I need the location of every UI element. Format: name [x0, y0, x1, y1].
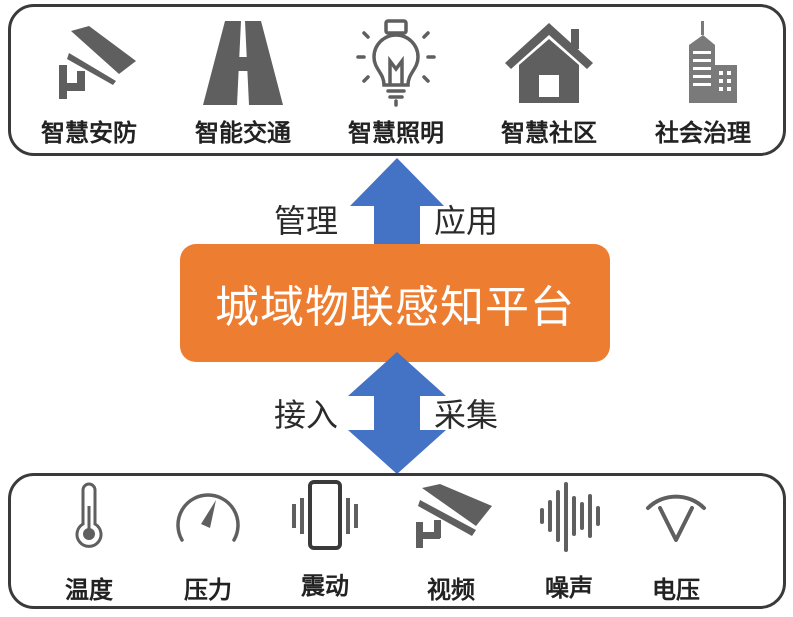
applications-panel: 智慧安防 智能交通: [8, 4, 786, 156]
cctv-camera-icon: [59, 26, 136, 99]
sensors-panel: 温度 压力 震动: [8, 473, 786, 609]
road-icon: [203, 21, 283, 105]
iot-platform-box: 城域物联感知平台: [180, 244, 610, 362]
sensor-label: 震动: [301, 572, 349, 600]
apply-label: 应用: [434, 202, 499, 240]
platform-title: 城域物联感知平台: [215, 282, 575, 333]
sensor-item-pressure: 压力: [163, 482, 253, 604]
sensor-item-noise: 噪声: [519, 480, 619, 602]
bidirectional-arrow-icon: [348, 352, 446, 474]
collect-label: 采集: [434, 396, 499, 434]
sensor-item-voltage: 电压: [631, 482, 721, 604]
voltage-icon: [646, 494, 706, 542]
video-camera-icon: [416, 484, 492, 548]
up-arrow-icon: [350, 158, 444, 248]
app-label: 智慧社区: [501, 119, 597, 147]
app-item-smart-security: 智慧安防: [29, 15, 149, 148]
sensor-label: 温度: [65, 576, 113, 604]
manage-label: 管理: [274, 202, 339, 240]
thermometer-icon: [75, 482, 103, 548]
app-item-smart-traffic: 智能交通: [183, 15, 303, 148]
sensor-label: 电压: [652, 576, 700, 604]
light-bulb-icon: [356, 19, 436, 107]
sensor-item-vibration: 震动: [275, 478, 375, 602]
house-icon: [505, 23, 593, 103]
city-buildings-icon: [689, 21, 737, 103]
app-label: 智能交通: [195, 119, 291, 147]
app-item-social-governance: 社会治理: [643, 15, 763, 148]
pressure-gauge-icon: [176, 493, 240, 542]
sensor-label: 压力: [184, 576, 232, 604]
sensor-label: 噪声: [545, 574, 593, 602]
app-item-smart-lighting: 智慧照明: [336, 15, 456, 148]
sensor-label: 视频: [427, 576, 475, 604]
sensor-item-video: 视频: [391, 482, 511, 604]
access-label: 接入: [274, 396, 339, 434]
app-item-smart-community: 智慧社区: [489, 15, 609, 148]
app-label: 社会治理: [655, 119, 751, 147]
sound-wave-icon: [540, 482, 600, 552]
vibration-phone-icon: [292, 480, 358, 550]
app-label: 智慧安防: [41, 119, 137, 147]
app-label: 智慧照明: [348, 119, 444, 147]
sensor-item-temperature: 温度: [49, 482, 129, 604]
